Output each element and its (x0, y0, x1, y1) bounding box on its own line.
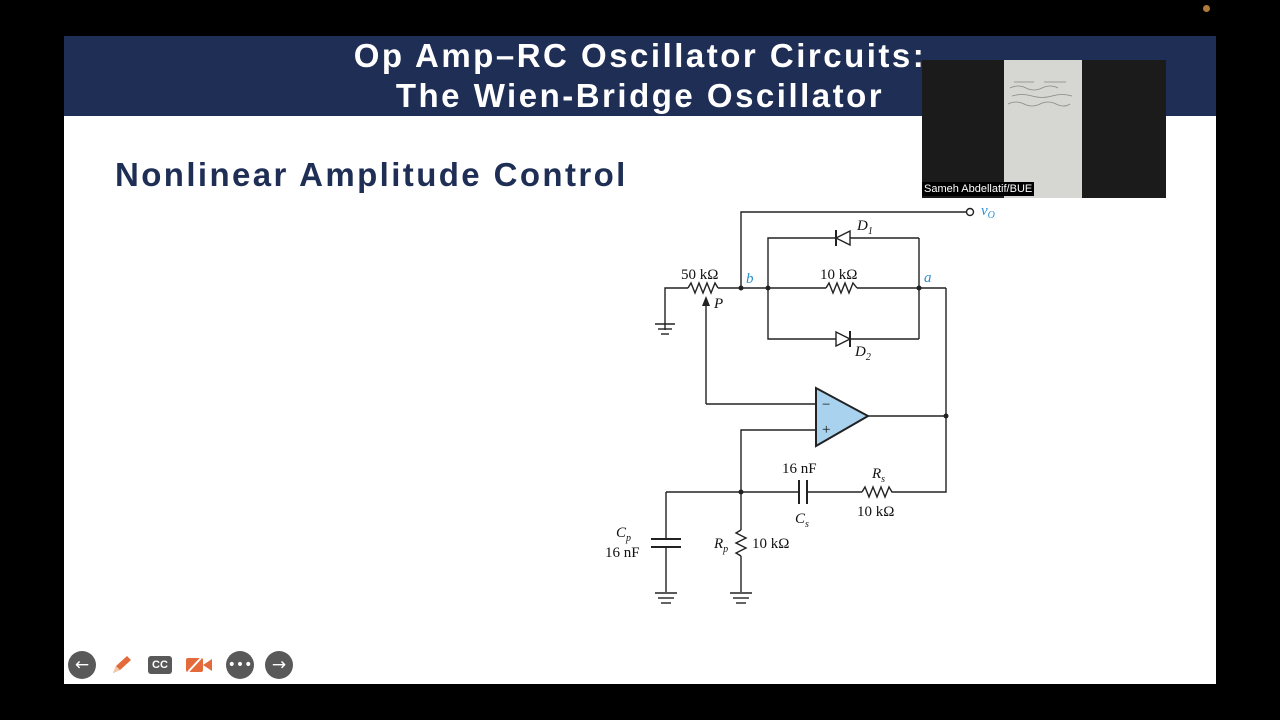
output-wire (740, 211, 966, 288)
rs-value-label: 10 kΩ (857, 504, 894, 520)
d2-label: D2 (854, 344, 871, 363)
arrow-left-icon: ← (74, 655, 90, 675)
rp-value-label: 10 kΩ (752, 536, 789, 552)
bridge-resistor-label: 10 kΩ (820, 267, 857, 283)
video-camera-icon (186, 657, 212, 673)
pot-ground-wire (664, 287, 688, 330)
cc-label: CC (152, 659, 168, 671)
pot-wiper-arrow (702, 296, 710, 306)
pot-value-label: 50 kΩ (681, 267, 718, 283)
slide-subtitle: Nonlinear Amplitude Control (115, 156, 628, 193)
whiteboard-scribble (1007, 81, 1073, 107)
more-icon: ••• (227, 657, 253, 673)
participant-video-feed (1004, 60, 1082, 198)
cs-name-label: Cs (795, 511, 809, 530)
slide-title-line-2: The Wien-Bridge Oscillator (395, 77, 885, 114)
next-slide-button[interactable]: → (265, 651, 293, 679)
pot-wiper-label: P (713, 296, 723, 312)
rp-name-label: Rp (713, 536, 728, 555)
video-button[interactable] (185, 653, 213, 677)
d1-label: D1 (856, 218, 873, 237)
node-a-label: a (924, 270, 932, 286)
participant-video[interactable]: Sameh Abdellatif/BUE (922, 60, 1166, 198)
diode-d1 (834, 229, 851, 247)
resistor-rp (734, 529, 748, 557)
resistor-rs (861, 485, 898, 499)
slide-title-line-1: Op Amp–RC Oscillator Circuits: (353, 37, 927, 74)
opamp-plus-label: + (822, 422, 830, 438)
output-label: vO (981, 203, 995, 221)
cs-value-label: 16 nF (782, 461, 817, 477)
captions-button[interactable]: CC (146, 653, 174, 677)
status-dot (1203, 5, 1210, 12)
cp-name-label: Cp (616, 525, 631, 544)
rs-name-label: Rs (871, 466, 885, 485)
more-options-button[interactable]: ••• (226, 651, 254, 679)
cp-value-label: 16 nF (605, 545, 640, 561)
op-amp (815, 386, 871, 448)
diode-d2 (835, 330, 852, 348)
resistor-10k-bridge (825, 281, 858, 295)
potentiometer (687, 281, 719, 295)
output-terminal (965, 207, 975, 217)
node-b-label: b (746, 271, 754, 287)
opamp-minus-label: − (822, 397, 830, 413)
arrow-right-icon: → (271, 655, 287, 675)
previous-slide-button[interactable]: ← (68, 651, 96, 679)
participant-name: Sameh Abdellatif/BUE (922, 182, 1035, 196)
pen-icon (113, 656, 131, 673)
cc-icon: CC (148, 656, 172, 674)
pen-button[interactable] (107, 653, 135, 677)
